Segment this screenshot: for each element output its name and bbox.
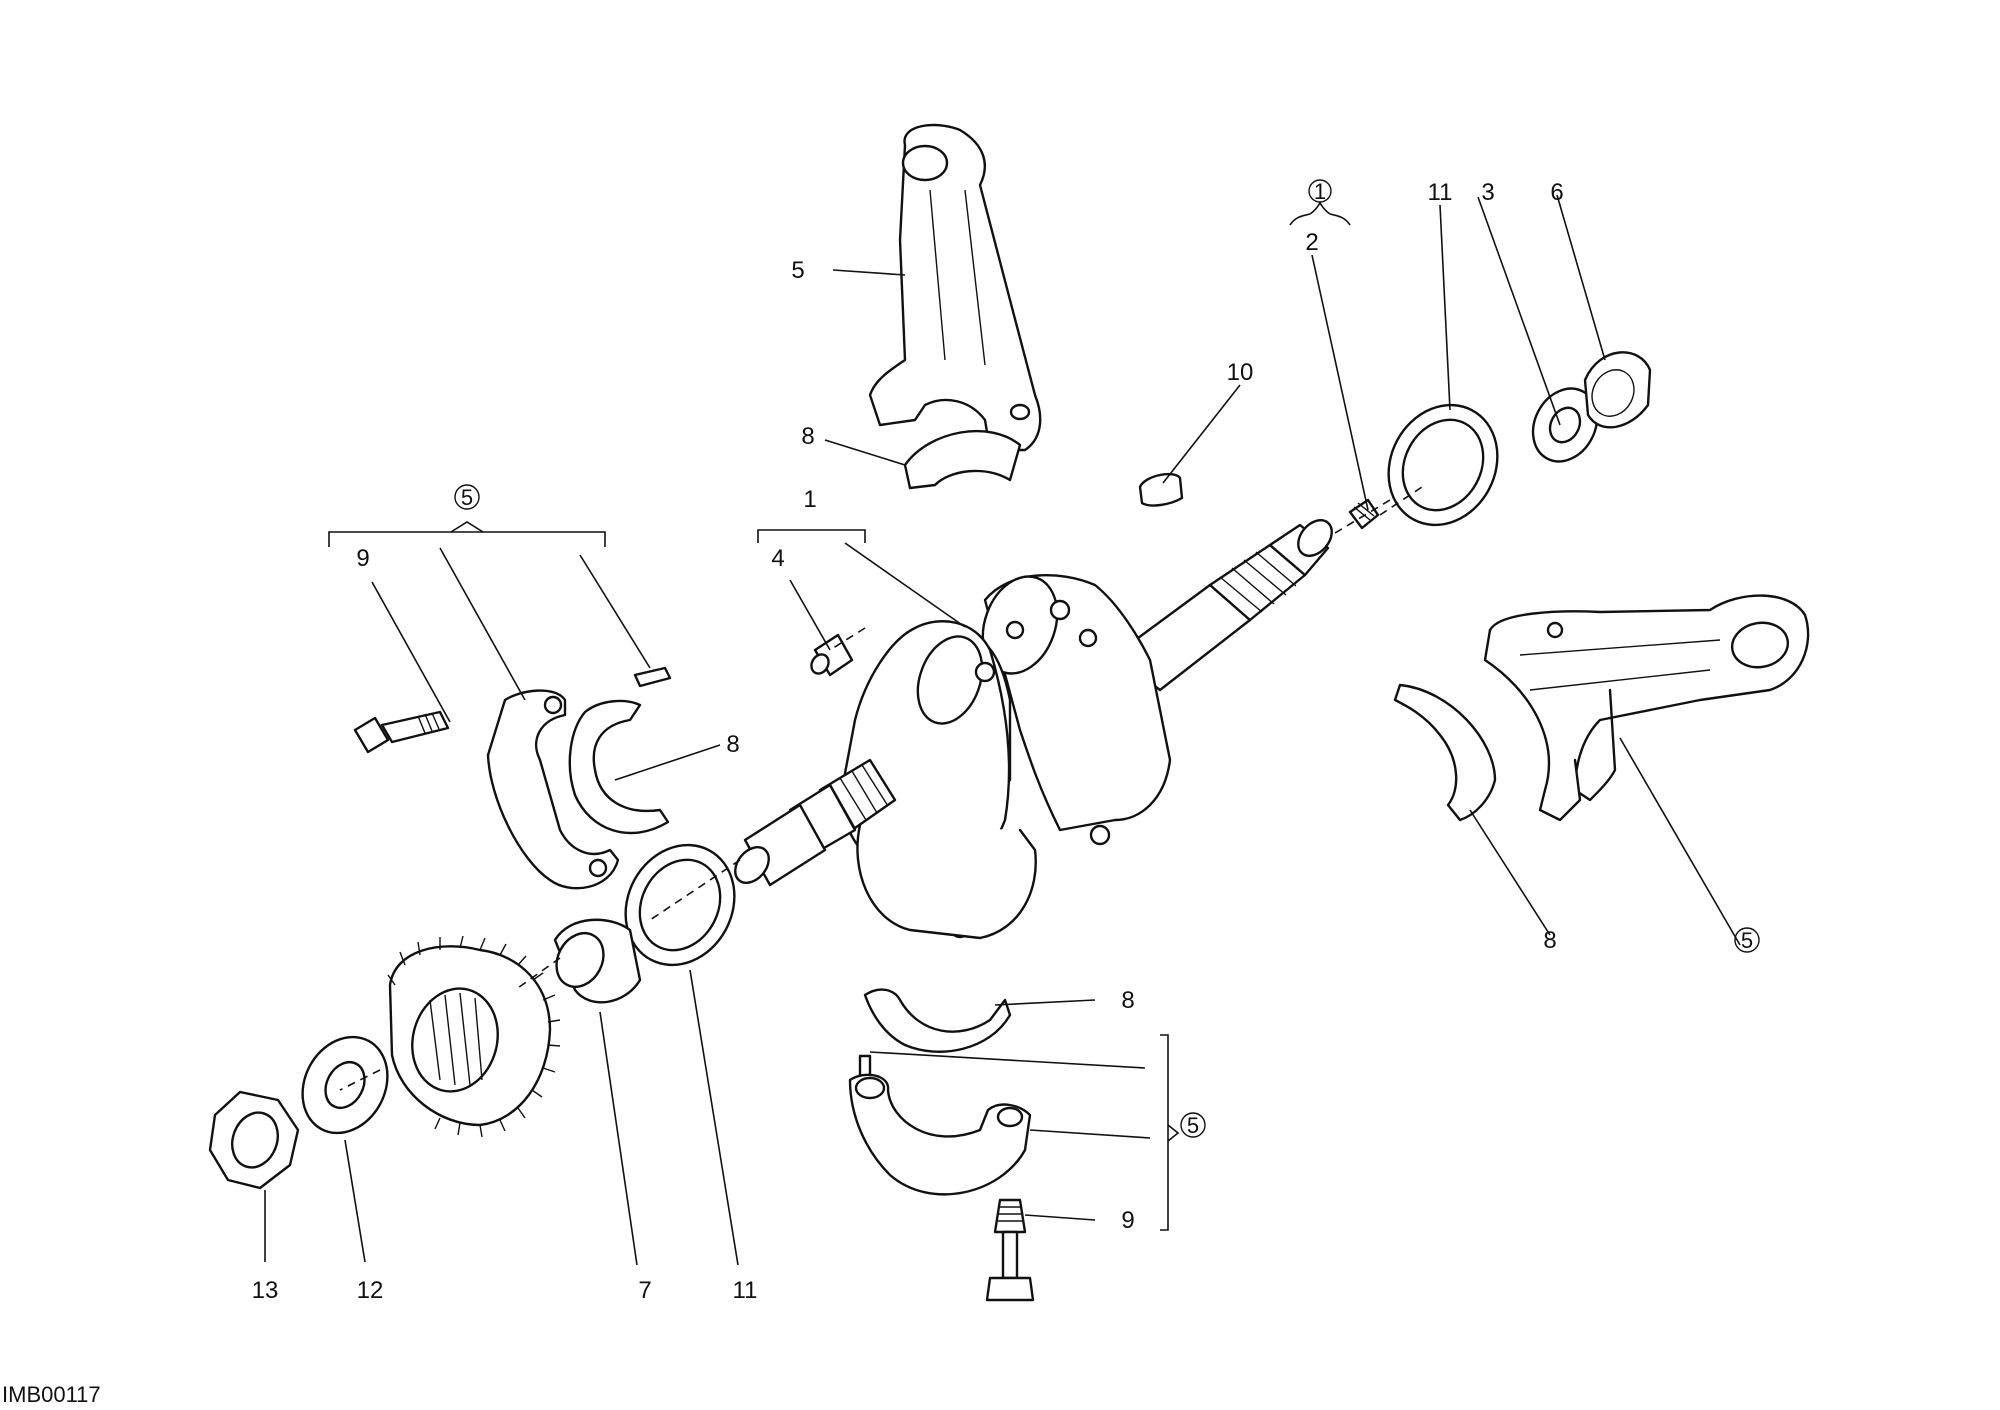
- hex-nut: [208, 1090, 300, 1190]
- shim-ring-left: [624, 843, 736, 967]
- circled-label-5-right: 5: [1734, 927, 1760, 953]
- woodruff-key: [1138, 472, 1184, 507]
- connecting-rod-upper: [868, 123, 1042, 452]
- plug-crank: [810, 633, 854, 677]
- callout-9-left: 9: [356, 545, 369, 572]
- callout-10: 10: [1227, 359, 1254, 386]
- circled-group-labels: 1 5 5 5: [454, 179, 1760, 1138]
- ring-nut: [1583, 351, 1652, 429]
- connecting-rod-right: [1483, 594, 1810, 822]
- callout-4: 4: [771, 545, 784, 572]
- callout-labels: 5 8 10 2 11 3 6 1 4 9 8 8 8 9 13 12 7 11: [252, 179, 1564, 1304]
- threaded-plug: [1348, 498, 1380, 530]
- drive-gear: [387, 935, 561, 1138]
- bearing-shell-upper: [903, 430, 1022, 490]
- bearing-shell-right: [1393, 683, 1497, 822]
- callout-8-left: 8: [726, 731, 739, 758]
- circled-label-1: 1: [1308, 179, 1332, 204]
- circled-label-5-left: 5: [454, 484, 480, 510]
- callout-5-upper: 5: [791, 257, 804, 284]
- bushing: [553, 918, 642, 1004]
- callout-2: 2: [1305, 229, 1318, 256]
- rod-cap-left: [486, 689, 620, 890]
- crankshaft: [734, 519, 1333, 940]
- lock-washer: [301, 1035, 389, 1135]
- leader-lines: [264, 194, 1741, 1266]
- callout-1: 1: [803, 486, 816, 513]
- dowel-pin-left: [633, 666, 672, 688]
- callout-6: 6: [1550, 179, 1563, 206]
- bearing-shell-lower: [863, 988, 1012, 1053]
- callout-8-lower: 8: [1121, 987, 1134, 1014]
- callout-12: 12: [357, 1277, 384, 1304]
- washer-right: [1531, 387, 1599, 463]
- svg-text:5: 5: [1741, 928, 1753, 953]
- rod-cap-lower: [848, 1073, 1032, 1196]
- callout-7: 7: [638, 1277, 651, 1304]
- callout-3: 3: [1481, 179, 1494, 206]
- shim-ring-right: [1387, 403, 1499, 527]
- cap-bolt-lower: [985, 1198, 1035, 1302]
- svg-text:5: 5: [461, 485, 473, 510]
- bearing-shell-left: [568, 699, 670, 835]
- callout-9-lower: 9: [1121, 1207, 1134, 1234]
- drawing-reference-code: IMB00117: [2, 1382, 101, 1407]
- callout-13: 13: [252, 1277, 279, 1304]
- callout-8-right: 8: [1543, 927, 1556, 954]
- callout-11-right: 11: [1428, 179, 1453, 206]
- axis-dashes: [339, 484, 1426, 1091]
- cap-bolt-left: [353, 710, 450, 754]
- svg-text:1: 1: [1314, 179, 1326, 204]
- circled-label-5-lower: 5: [1180, 1112, 1206, 1138]
- svg-text:5: 5: [1187, 1113, 1199, 1138]
- callout-11-left: 11: [733, 1277, 758, 1304]
- callout-8-upper: 8: [801, 423, 814, 450]
